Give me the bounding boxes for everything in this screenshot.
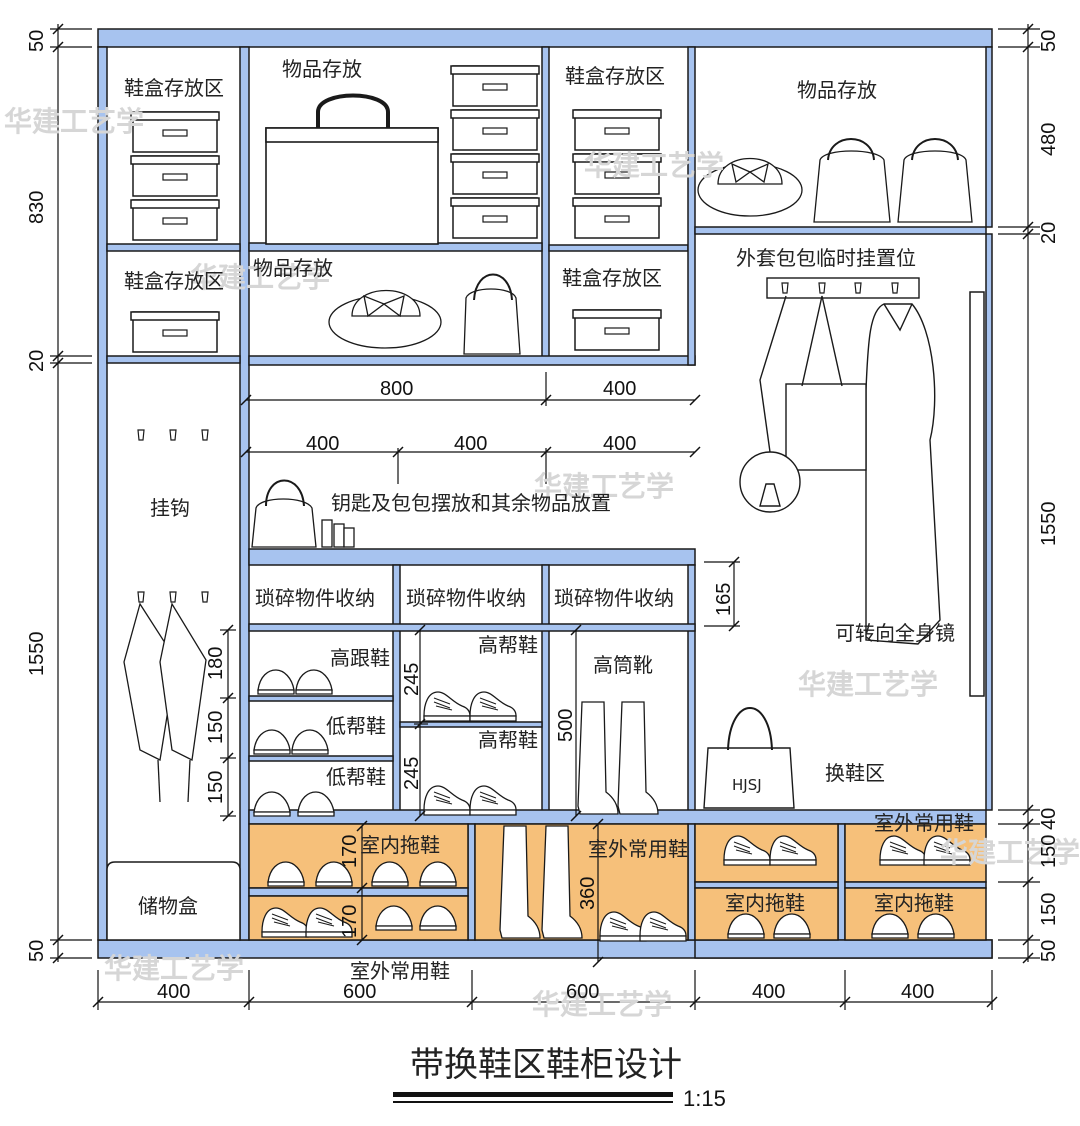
dim-bottom-3: 600 [566,981,599,1003]
label-high-heels: 高跟鞋 [330,646,390,670]
dimension-text-bottom: 400 600 600 400 400 [157,981,934,1003]
dimension-text-left: 50 830 20 1550 50 [26,30,48,962]
label-misc: 琐碎物件收纳 [554,586,674,610]
dimension-lines [50,24,1040,1010]
dim-left-gap: 20 [26,350,48,372]
handbag-icons [251,138,973,548]
label-indoor-slippers: 室内拖鞋 [874,891,954,915]
label-low-top: 低帮鞋 [326,765,386,789]
label-outdoor-shoes: 室外常用鞋 [588,837,688,861]
mirror-icon [969,291,985,697]
dim-high-top-2: 245 [401,757,423,790]
label-outdoor-shoes: 室外常用鞋 [350,959,450,983]
dim-misc: 165 [713,583,735,616]
watermark: 华建工艺学 [798,668,938,701]
hat-icon [328,157,803,349]
label-shoebox-area: 鞋盒存放区 [562,266,662,290]
label-high-top: 高帮鞋 [478,728,538,752]
dim-high-top-1: 245 [401,663,423,696]
cabinet-structure [97,28,993,959]
label-storage-area: 物品存放 [282,57,362,81]
drawing-scale: 1:15 [683,1086,726,1111]
watermark: 华建工艺学 [4,105,144,138]
dim-mid-shelf-2: 400 [454,433,487,455]
label-shoebox-area: 鞋盒存放区 [124,76,224,100]
dim-drawer-3: 360 [577,877,599,910]
label-indoor-slippers: 室内拖鞋 [725,891,805,915]
dim-low-top-1: 150 [205,711,227,744]
dim-bottom-4: 400 [752,981,785,1003]
dim-right-drawer2: 150 [1038,893,1060,926]
area-labels: 鞋盒存放区 物品存放 鞋盒存放区 物品存放 鞋盒存放区 物品存放 鞋盒存放区 外… [124,57,974,983]
watermark: 华建工艺学 [104,952,244,985]
watermark: 华建工艺学 [940,836,1080,869]
label-hooks: 挂钩 [150,496,190,520]
label-indoor-slippers: 室内拖鞋 [360,833,440,857]
storage-box [106,861,241,941]
label-shoebox-area: 鞋盒存放区 [565,64,665,88]
tote-bag-icon [739,295,867,513]
hanging-rack [766,277,920,299]
label-outdoor-shoes: 室外常用鞋 [874,811,974,835]
watermark: 华建工艺学 [532,988,672,1021]
dim-mid-shelf-3: 400 [603,433,636,455]
dim-right-band: 40 [1038,808,1060,830]
label-low-top: 低帮鞋 [326,714,386,738]
dim-heels: 180 [205,647,227,680]
dim-left-upper: 830 [26,191,48,224]
label-tall-boots: 高筒靴 [593,653,653,677]
dim-bottom-2: 600 [343,981,376,1003]
hjsj-bag-icon [703,707,795,809]
dim-right-base: 50 [1038,940,1060,962]
label-keys-shelf: 钥匙及包包摆放和其余物品放置 [331,491,611,515]
dim-right-upper: 480 [1038,123,1060,156]
dim-right-lower: 1550 [1038,502,1060,547]
drawing-title: 带换鞋区鞋柜设计 [410,1045,682,1085]
dim-right-top: 50 [1038,30,1060,52]
umbrella-icons [123,602,207,803]
dim-mid-shelf-1: 400 [306,433,339,455]
dim-right-gap: 20 [1038,222,1060,244]
label-storage-box: 储物盒 [138,894,198,918]
label-change-area: 换鞋区 [825,761,885,785]
dim-drawer-2: 170 [339,905,361,938]
large-bag-icon [265,93,439,245]
dim-right-drawer1: 150 [1038,835,1060,868]
label-storage-area: 物品存放 [797,78,877,102]
dim-drawer-1: 170 [339,835,361,868]
dim-bottom-5: 400 [901,981,934,1003]
watermark: 华建工艺学 [584,149,724,182]
dim-left-top: 50 [26,30,48,52]
label-shoebox-area: 鞋盒存放区 [124,269,224,293]
dim-left-lower: 1550 [26,632,48,677]
dim-left-base: 50 [26,940,48,962]
label-storage-area: 物品存放 [253,256,333,280]
watermark: 华建工艺学 [190,261,330,294]
dimension-text-right: 50 480 20 1550 40 150 150 50 [1038,30,1060,962]
dim-bottom-1: 400 [157,981,190,1003]
coat-icon [865,303,941,645]
label-misc: 琐碎物件收纳 [255,586,375,610]
dim-upper-shelf-1: 800 [380,378,413,400]
label-misc: 琐碎物件收纳 [406,586,526,610]
label-bag-text: HJSJ [732,776,762,794]
watermark: 华建工艺学 [534,470,674,503]
watermarks: 华建工艺学 华建工艺学 华建工艺学 华建工艺学 华建工艺学 华建工艺学 华建工艺… [4,105,1080,1021]
label-hanging-area: 外套包包临时挂置位 [736,246,916,270]
title-block: 带换鞋区鞋柜设计 1:15 [393,1045,726,1111]
dimension-text-interior: 800 400 400 400 400 180 150 150 245 245 … [205,378,735,938]
label-high-top: 高帮鞋 [478,633,538,657]
dim-upper-shelf-2: 400 [603,378,636,400]
dim-low-top-2: 150 [205,771,227,804]
dim-boots: 500 [555,709,577,742]
label-mirror: 可转向全身镜 [835,621,955,645]
